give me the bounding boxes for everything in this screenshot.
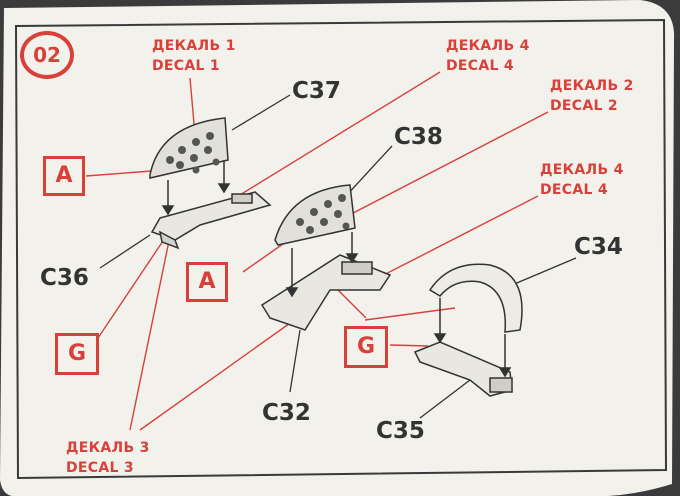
leader-c32 xyxy=(289,329,301,393)
part-c35-shape xyxy=(413,341,513,397)
part-c32-label: C32 xyxy=(262,400,311,426)
decal-4b-ru: ДЕКАЛЬ 4 xyxy=(540,162,624,178)
decal-2-label: ДЕКАЛЬ 2 DECAL 2 xyxy=(550,76,634,116)
decal-3-en: DECAL 3 xyxy=(66,460,134,476)
leader-c34 xyxy=(511,257,577,286)
decal-4b-label: ДЕКАЛЬ 4 DECAL 4 xyxy=(540,160,624,200)
decal-3-label: ДЕКАЛЬ 3 DECAL 3 xyxy=(66,438,150,478)
decal-1-ru: ДЕКАЛЬ 1 xyxy=(152,38,236,54)
leader-decal-4b xyxy=(369,195,539,283)
leader-decal-3b xyxy=(139,315,301,431)
part-leaders xyxy=(99,94,577,419)
decal-1-en: DECAL 1 xyxy=(152,58,220,74)
marker-g-1: G xyxy=(55,333,99,375)
part-c38-label: C38 xyxy=(394,124,443,150)
step-number: 02 xyxy=(20,31,74,79)
decal-2-ru: ДЕКАЛЬ 2 xyxy=(550,78,634,94)
leader-c35 xyxy=(419,379,471,419)
decal-4b-en: DECAL 4 xyxy=(540,182,608,198)
leader-g1 xyxy=(97,237,166,339)
decal-4a-en: DECAL 4 xyxy=(446,58,514,74)
decal-4a-ru: ДЕКАЛЬ 4 xyxy=(446,38,530,54)
leader-decal-2 xyxy=(329,111,549,226)
part-c35-label: C35 xyxy=(376,418,425,444)
part-c36-label: C36 xyxy=(40,265,89,291)
part-c32-shape xyxy=(260,254,392,331)
leader-decal-3a xyxy=(129,235,171,431)
decal-2-en: DECAL 2 xyxy=(550,98,618,114)
marker-a-1: A xyxy=(43,156,85,196)
part-c38-shape xyxy=(274,184,356,246)
part-c34-label: C34 xyxy=(574,234,623,260)
frame-border xyxy=(14,18,668,480)
marker-a-2: A xyxy=(186,262,228,302)
leader-c38 xyxy=(344,145,393,198)
leader-g2a xyxy=(337,289,367,319)
part-c36-shape xyxy=(150,191,272,250)
part-c37-shape xyxy=(149,117,229,179)
leader-g2b xyxy=(389,344,429,347)
part-c34-shape xyxy=(428,263,523,333)
assembly-arrows xyxy=(161,160,512,378)
leader-c36 xyxy=(99,234,151,269)
decal-1-label: ДЕКАЛЬ 1 DECAL 1 xyxy=(152,36,236,76)
decal-3-ru: ДЕКАЛЬ 3 xyxy=(66,440,150,456)
leader-decal-4a xyxy=(234,71,441,199)
part-c37-label: C37 xyxy=(292,78,341,104)
decal-4a-label: ДЕКАЛЬ 4 DECAL 4 xyxy=(446,36,530,76)
marker-g-2: G xyxy=(344,326,388,368)
leader-c37 xyxy=(231,94,291,131)
